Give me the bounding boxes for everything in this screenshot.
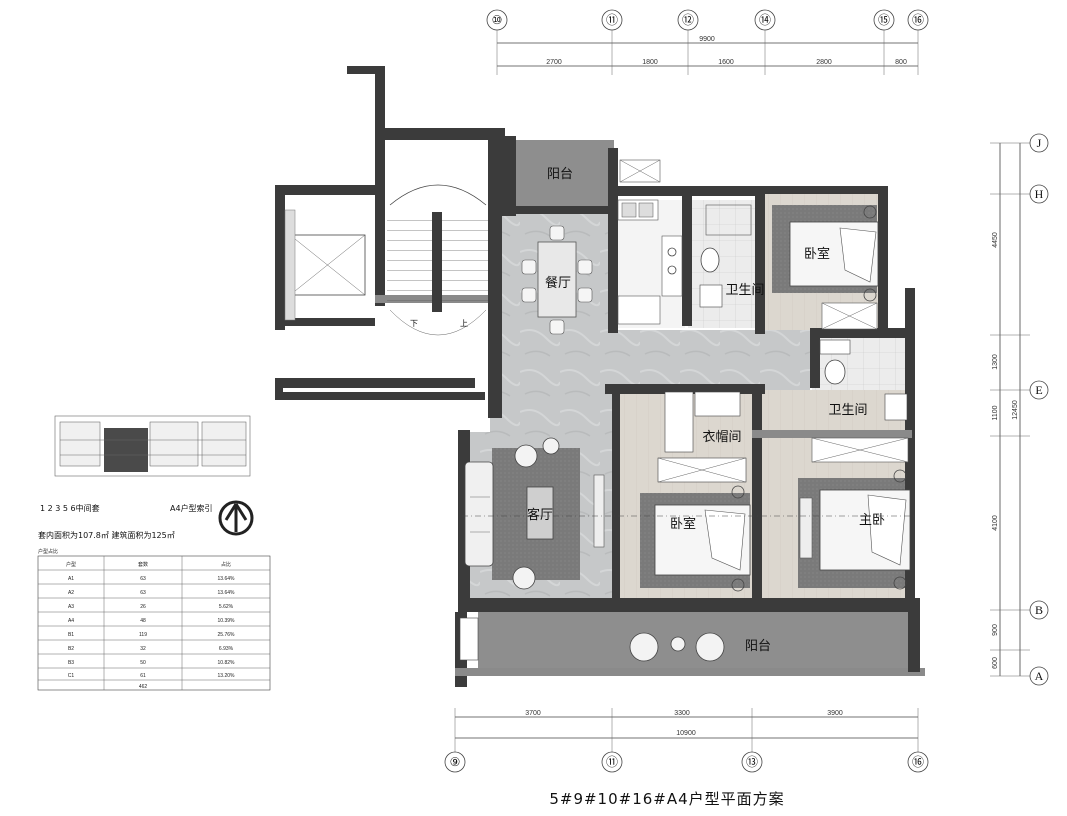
- room-dining: 餐厅: [545, 275, 571, 291]
- table-cell: 63: [140, 590, 146, 596]
- table-header: 户型: [66, 561, 76, 568]
- wardrobe-rails: [657, 391, 747, 483]
- table-total: 462: [139, 684, 148, 690]
- table-cell: 6.93%: [219, 646, 234, 652]
- room-wardrobe: 衣帽间: [702, 429, 741, 445]
- bath1-fixtures: [699, 204, 752, 308]
- table-cell: A1: [68, 576, 74, 582]
- unit-ratio-table: 户型 套数 占比 A1 63 13.64% A2 63 13.64% A3 26…: [37, 555, 271, 691]
- plan-title: 5#9#10#16#A4户型平面方案: [549, 790, 784, 808]
- bottom-dim: 3900: [827, 710, 843, 717]
- table-cell: 50: [140, 660, 146, 666]
- staircase: 下 上: [387, 184, 488, 336]
- balcony-chairs: [459, 617, 725, 662]
- dining-table: [521, 225, 593, 335]
- table-cell: 10.39%: [218, 618, 236, 624]
- bottom-axis-label: ⑪: [606, 755, 618, 769]
- right-total-dim: 12450: [1012, 400, 1019, 420]
- stair-down-label: 下: [410, 319, 418, 328]
- table-cell: 48: [140, 618, 146, 624]
- top-total-dim: 9900: [699, 36, 715, 43]
- stair-up-label: 上: [460, 319, 468, 328]
- bed-mid: [654, 485, 751, 592]
- right-dim: 900: [992, 624, 999, 636]
- bottom-axis-label: ⑬: [746, 755, 758, 769]
- top-axis-label: ⑩: [492, 13, 503, 27]
- index-caption: 1 2 3 5 6中间套: [40, 503, 100, 513]
- bottom-dim: 3300: [674, 710, 690, 717]
- table-cell: 13.64%: [218, 590, 236, 596]
- right-dimension: J H E B A 4450 1300 1100 4100 900 600 12…: [990, 133, 1049, 686]
- right-axis-label: H: [1035, 187, 1044, 201]
- elevator: [284, 209, 366, 321]
- table-cell: 5.62%: [219, 604, 234, 610]
- table-cell: 10.82%: [218, 660, 236, 666]
- right-axis-label: E: [1035, 383, 1042, 397]
- index-area: 套内面积为107.8㎡ 建筑面积为125㎡: [38, 530, 175, 540]
- table-cell: 119: [139, 632, 147, 638]
- table-cell: 61: [140, 673, 146, 679]
- top-dimension: ⑩ ⑪ ⑫ ⑭ ⑮ ⑯ 9900 2700 1800 1600 2800 800: [486, 9, 929, 75]
- table-cell: 63: [140, 576, 146, 582]
- table-title: 户型占比: [38, 548, 58, 555]
- top-dim: 1800: [642, 59, 658, 66]
- north-arrow-icon: [218, 500, 254, 536]
- table-cell: 25.76%: [218, 632, 236, 638]
- right-axis-label: A: [1035, 669, 1044, 683]
- kitchen-counter: [617, 159, 683, 325]
- bed-ne: [789, 205, 879, 330]
- bottom-dimension: ⑨ ⑪ ⑬ ⑯ 3700 3300 3900 10900: [444, 708, 929, 773]
- bottom-axis-label: ⑯: [912, 755, 924, 769]
- top-axis-label: ⑫: [682, 13, 694, 27]
- top-axis-label: ⑪: [606, 13, 618, 27]
- bath2-fixtures: [811, 339, 909, 463]
- right-dim: 4450: [992, 232, 999, 248]
- room-bedroom-ne: 卧室: [804, 246, 830, 262]
- bottom-axis-label: ⑨: [450, 755, 461, 769]
- top-dim: 2800: [816, 59, 832, 66]
- room-balcony-bottom: 阳台: [745, 639, 771, 654]
- table-header: 套数: [138, 561, 148, 568]
- room-master: 主卧: [859, 513, 885, 528]
- top-axis-label: ⑭: [759, 13, 771, 27]
- room-bath2: 卫生间: [828, 403, 867, 418]
- table-cell: B1: [68, 632, 74, 638]
- room-labels: 阳台 餐厅 卫生间 卧室 卫生间 衣帽间 客厅 卧室 主卧 阳台: [527, 167, 885, 654]
- top-dim: 800: [895, 59, 907, 66]
- room-balcony-top: 阳台: [547, 167, 573, 182]
- top-axis-label: ⑯: [912, 13, 924, 27]
- table-cell: B3: [68, 660, 74, 666]
- index-thumbnail: [54, 415, 251, 477]
- room-bath1: 卫生间: [725, 283, 764, 298]
- bottom-dim: 3700: [525, 710, 541, 717]
- table-cell: 13.64%: [218, 576, 236, 582]
- table-cell: C1: [68, 673, 75, 679]
- table-cell: A3: [68, 604, 74, 610]
- right-dim: 600: [992, 657, 999, 669]
- right-dim: 1100: [992, 405, 999, 420]
- table-cell: A4: [68, 618, 74, 624]
- right-axis-label: J: [1037, 136, 1042, 150]
- top-dim: 1600: [718, 59, 734, 66]
- table-cell: 13.20%: [218, 673, 236, 679]
- bottom-total-dim: 10900: [676, 730, 696, 737]
- table-cell: 26: [140, 604, 146, 610]
- room-living: 客厅: [527, 507, 553, 523]
- top-dim: 2700: [546, 59, 562, 66]
- right-axis-label: B: [1035, 603, 1043, 617]
- right-dim: 1300: [992, 354, 999, 370]
- table-cell: B2: [68, 646, 74, 652]
- table-header: 占比: [221, 561, 231, 568]
- bed-master: [799, 469, 911, 590]
- index-plan-label: A4户型索引: [170, 503, 213, 513]
- room-bedroom-mid: 卧室: [670, 516, 696, 532]
- table-cell: 32: [140, 646, 146, 652]
- sofa: [464, 437, 605, 590]
- right-dim: 4100: [992, 515, 999, 531]
- top-axis-label: ⑮: [878, 13, 890, 27]
- table-cell: A2: [68, 590, 74, 596]
